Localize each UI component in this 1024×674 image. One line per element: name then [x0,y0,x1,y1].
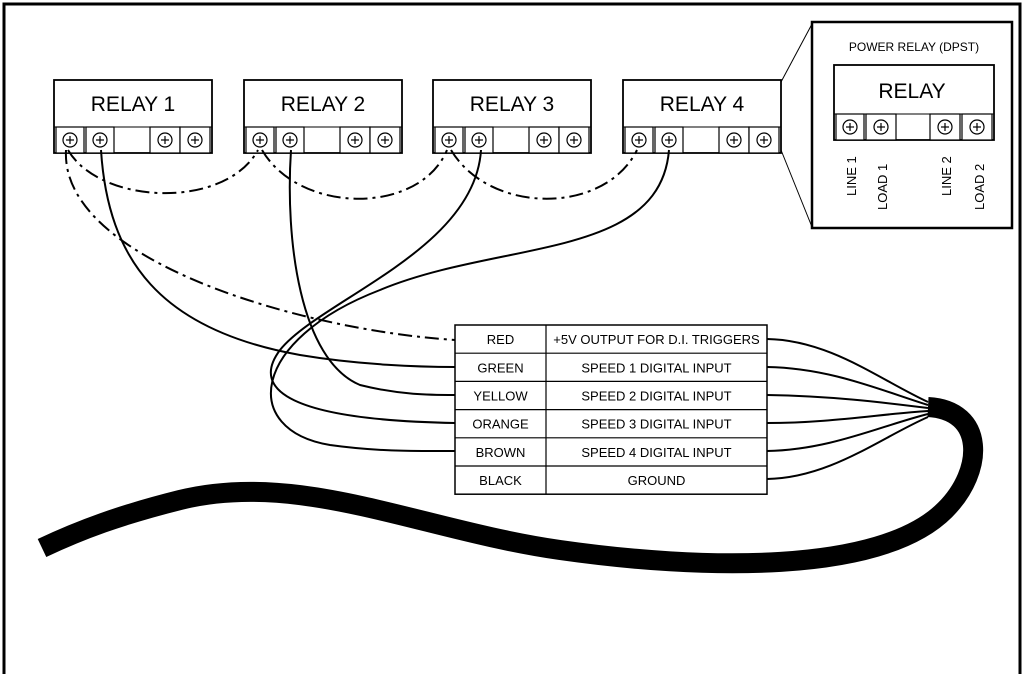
wire-color-cell: YELLOW [473,389,528,404]
fanout-wire-6 [766,416,929,480]
terminal-line-2-label: LINE 2 [939,156,954,196]
callout-line-top [780,23,813,83]
wire-function-cell: SPEED 3 DIGITAL INPUT [581,417,731,432]
wire-function-cell: +5V OUTPUT FOR D.I. TRIGGERS [553,332,760,347]
relay-4-label: RELAY 4 [660,93,745,116]
wire-function-cell: SPEED 2 DIGITAL INPUT [581,389,731,404]
callout-line-bottom [780,149,813,228]
red-wire-to-table [64,149,456,341]
fanout-wire-3 [766,394,929,409]
relay-1: RELAY 1 [53,79,213,154]
red-wire-chain-2-3 [261,149,448,200]
wire-color-cell: ORANGE [472,417,529,432]
relay-2-label: RELAY 2 [281,93,365,116]
brown-wire [270,149,670,453]
fanout-wire-1 [766,338,929,403]
wire-function-cell: SPEED 1 DIGITAL INPUT [581,360,731,375]
orange-wire [269,149,482,424]
wire-table: RED +5V OUTPUT FOR D.I. TRIGGERS GREEN SPEE… [454,324,768,495]
wire-function-cell: SPEED 4 DIGITAL INPUT [581,445,731,460]
wire-color-cell: RED [487,332,514,347]
main-cable [37,397,984,574]
relay-2: RELAY 2 [243,79,403,154]
fanout-wire-2 [766,366,929,406]
relay-3: RELAY 3 [432,79,592,154]
relay-3-label: RELAY 3 [470,93,554,116]
yellow-wire [288,149,456,396]
wire-color-cell: GREEN [477,360,523,375]
terminal-load-1-label: LOAD 1 [875,164,890,210]
terminal-load-2-label: LOAD 2 [972,164,987,210]
wire-function-cell: GROUND [628,473,686,488]
green-wire [100,149,456,368]
terminal-line-1-label: LINE 1 [844,156,859,196]
fanout-wire-4 [766,410,929,424]
relay-1-label: RELAY 1 [91,93,175,116]
power-relay-label: RELAY [878,80,945,103]
power-relay-inset: POWER RELAY (DPST) RELAY LINE 1 LOAD 1 L… [810,20,1014,230]
wire-color-cell: BROWN [476,445,526,460]
power-relay-title: POWER RELAY (DPST) [849,40,979,54]
fanout-wire-5 [766,413,929,452]
relay-4: RELAY 4 [622,79,782,154]
wire-color-cell: BLACK [479,473,522,488]
red-wire-chain-1-2 [67,149,259,195]
red-wire-chain-3-4 [450,149,638,200]
